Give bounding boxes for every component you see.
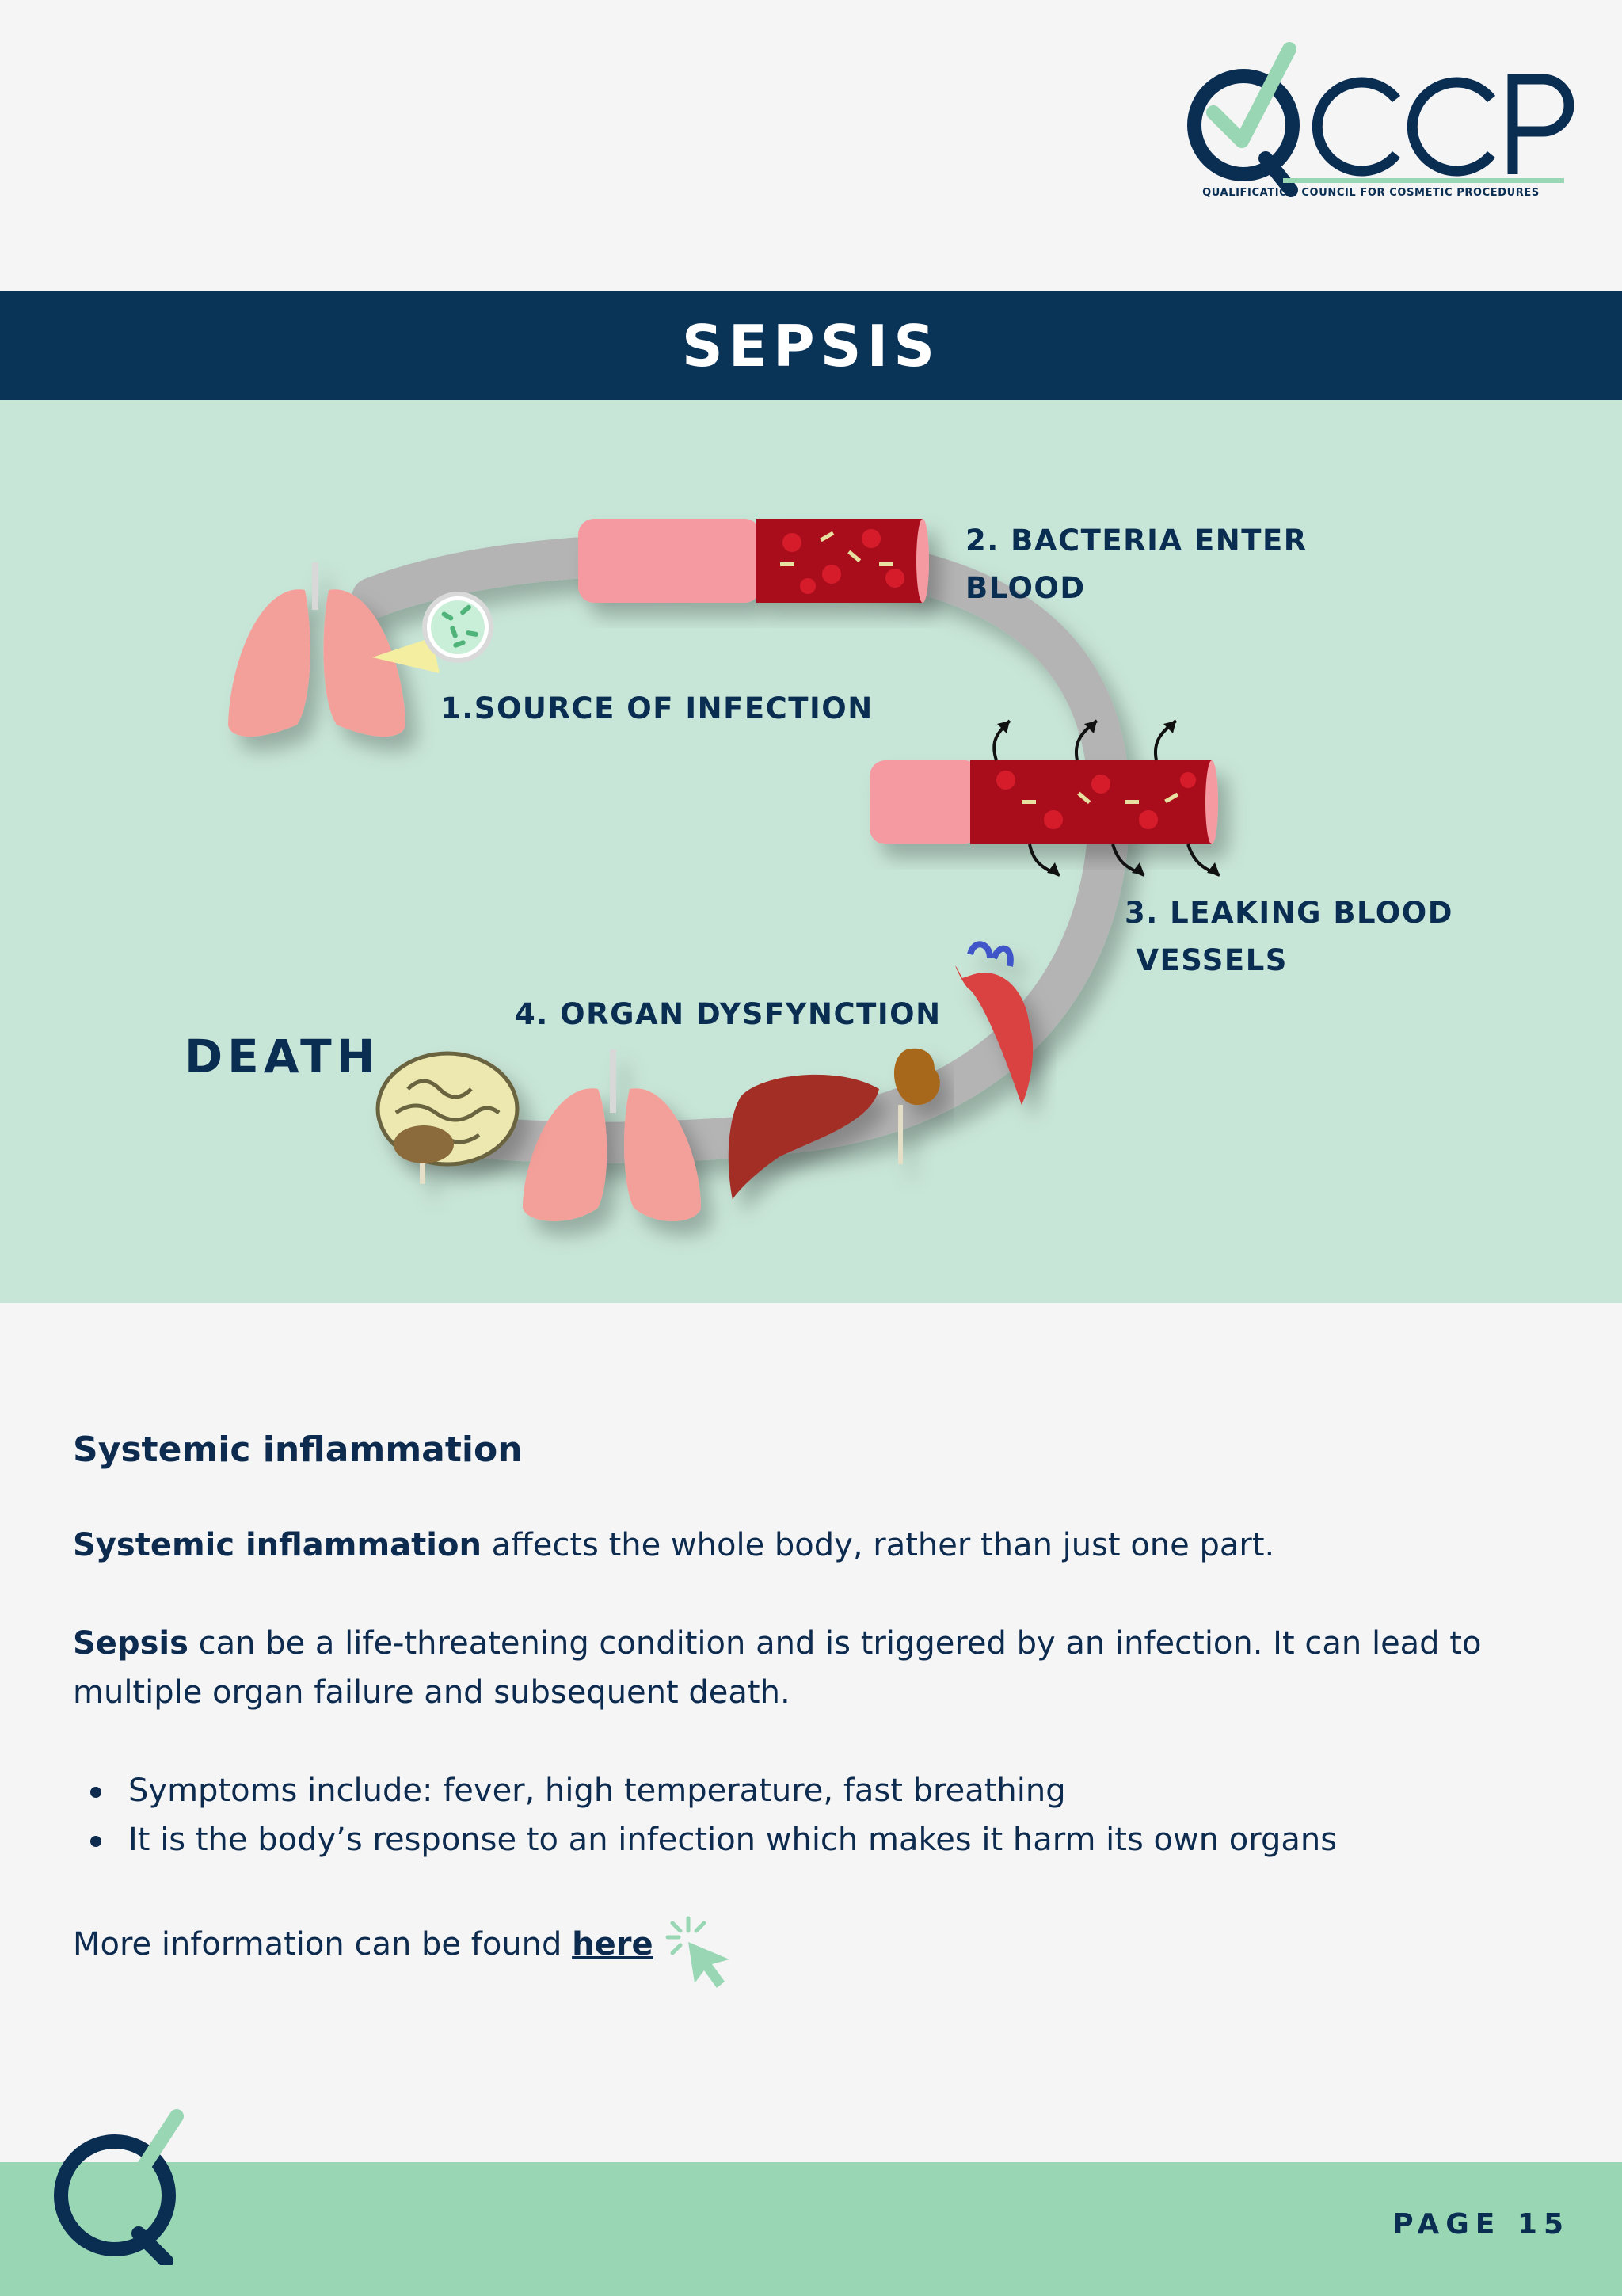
blood-vessel-icon bbox=[578, 519, 929, 603]
death-label: DEATH bbox=[185, 1030, 380, 1083]
sepsis-diagram bbox=[228, 519, 1220, 1221]
more-info-line: More information can be found here bbox=[73, 1913, 1570, 2001]
term-systemic-inflammation: Systemic inflammation bbox=[73, 1527, 482, 1563]
page-title: SEPSIS bbox=[681, 312, 941, 379]
more-info-text: More information can be found bbox=[73, 1926, 573, 1963]
click-cursor-icon bbox=[657, 1913, 744, 2001]
main-content: Systemic inflammation Systemic inflammat… bbox=[73, 1426, 1570, 2050]
lungs-icon bbox=[228, 562, 406, 737]
footer-band bbox=[0, 2162, 1622, 2296]
list-item: It is the body’s response to an infectio… bbox=[73, 1815, 1570, 1864]
step-organ-dysfunction: 4. ORGAN DYSFYNCTION bbox=[515, 997, 942, 1031]
qccp-check-mark-logo bbox=[44, 2107, 194, 2268]
magnifier-pointer bbox=[372, 638, 440, 673]
brain-icon bbox=[375, 1051, 520, 1184]
heart-icon bbox=[955, 941, 1034, 1105]
page-number: PAGE 15 bbox=[1392, 2208, 1570, 2241]
paragraph-text: can be a life-threatening condition and … bbox=[73, 1625, 1482, 1711]
paragraph-systemic-inflammation: Systemic inflammation affects the whole … bbox=[73, 1521, 1570, 1570]
qccp-logo bbox=[1164, 40, 1576, 210]
symptom-list: Symptoms include: fever, high temperatur… bbox=[73, 1766, 1570, 1864]
paragraph-text: affects the whole body, rather than just… bbox=[481, 1527, 1275, 1563]
kidney-icon bbox=[893, 1048, 940, 1164]
leaking-blood-vessel-icon bbox=[870, 760, 1218, 844]
bacteria-magnified-icon bbox=[422, 592, 493, 663]
liver-icon bbox=[728, 1074, 879, 1200]
section-heading: Systemic inflammation bbox=[73, 1430, 523, 1470]
paragraph-sepsis: Sepsis can be a life-threatening conditi… bbox=[73, 1619, 1570, 1717]
leak-arrowheads bbox=[997, 721, 1220, 875]
lungs-organ-icon bbox=[523, 1049, 701, 1221]
title-banner: SEPSIS bbox=[0, 291, 1622, 400]
list-item: Symptoms include: fever, high temperatur… bbox=[73, 1766, 1570, 1815]
step-source-of-infection: 1.SOURCE OF INFECTION bbox=[440, 691, 874, 725]
here-link[interactable]: here bbox=[572, 1926, 653, 1963]
step-leaking-blood-vessels-line2: VESSELS bbox=[1125, 943, 1288, 977]
term-sepsis: Sepsis bbox=[73, 1625, 188, 1662]
sepsis-progression-illustration: 1.SOURCE OF INFECTION 2. BACTERIA ENTER … bbox=[0, 400, 1622, 1303]
step-bacteria-enter-blood-line2: BLOOD bbox=[965, 571, 1086, 605]
step-bacteria-enter-blood-line1: 2. BACTERIA ENTER bbox=[965, 524, 1308, 558]
step-leaking-blood-vessels-line1: 3. LEAKING BLOOD bbox=[1125, 896, 1453, 930]
logo-tagline: QUALIFICATION COUNCIL FOR COSMETIC PROCE… bbox=[1202, 187, 1540, 199]
